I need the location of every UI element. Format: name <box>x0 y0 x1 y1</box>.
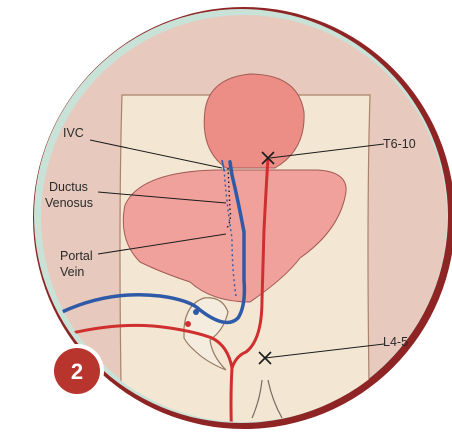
label-ductus-line1: Ductus <box>49 180 88 194</box>
label-portal-line2: Vein <box>60 265 84 279</box>
label-ductus-line2: Venosus <box>45 196 93 210</box>
label-t-level: T6-10 <box>383 137 416 151</box>
step-badge-number: 2 <box>71 359 83 384</box>
label-portal-line1: Portal <box>60 249 93 263</box>
label-ivc: IVC <box>63 126 84 140</box>
heart-shape <box>204 74 304 168</box>
step-badge: 2 <box>50 344 104 398</box>
label-l-level: L4-5 <box>383 335 408 349</box>
vein-entry-dot <box>193 309 199 315</box>
artery-entry-dot <box>185 321 191 327</box>
